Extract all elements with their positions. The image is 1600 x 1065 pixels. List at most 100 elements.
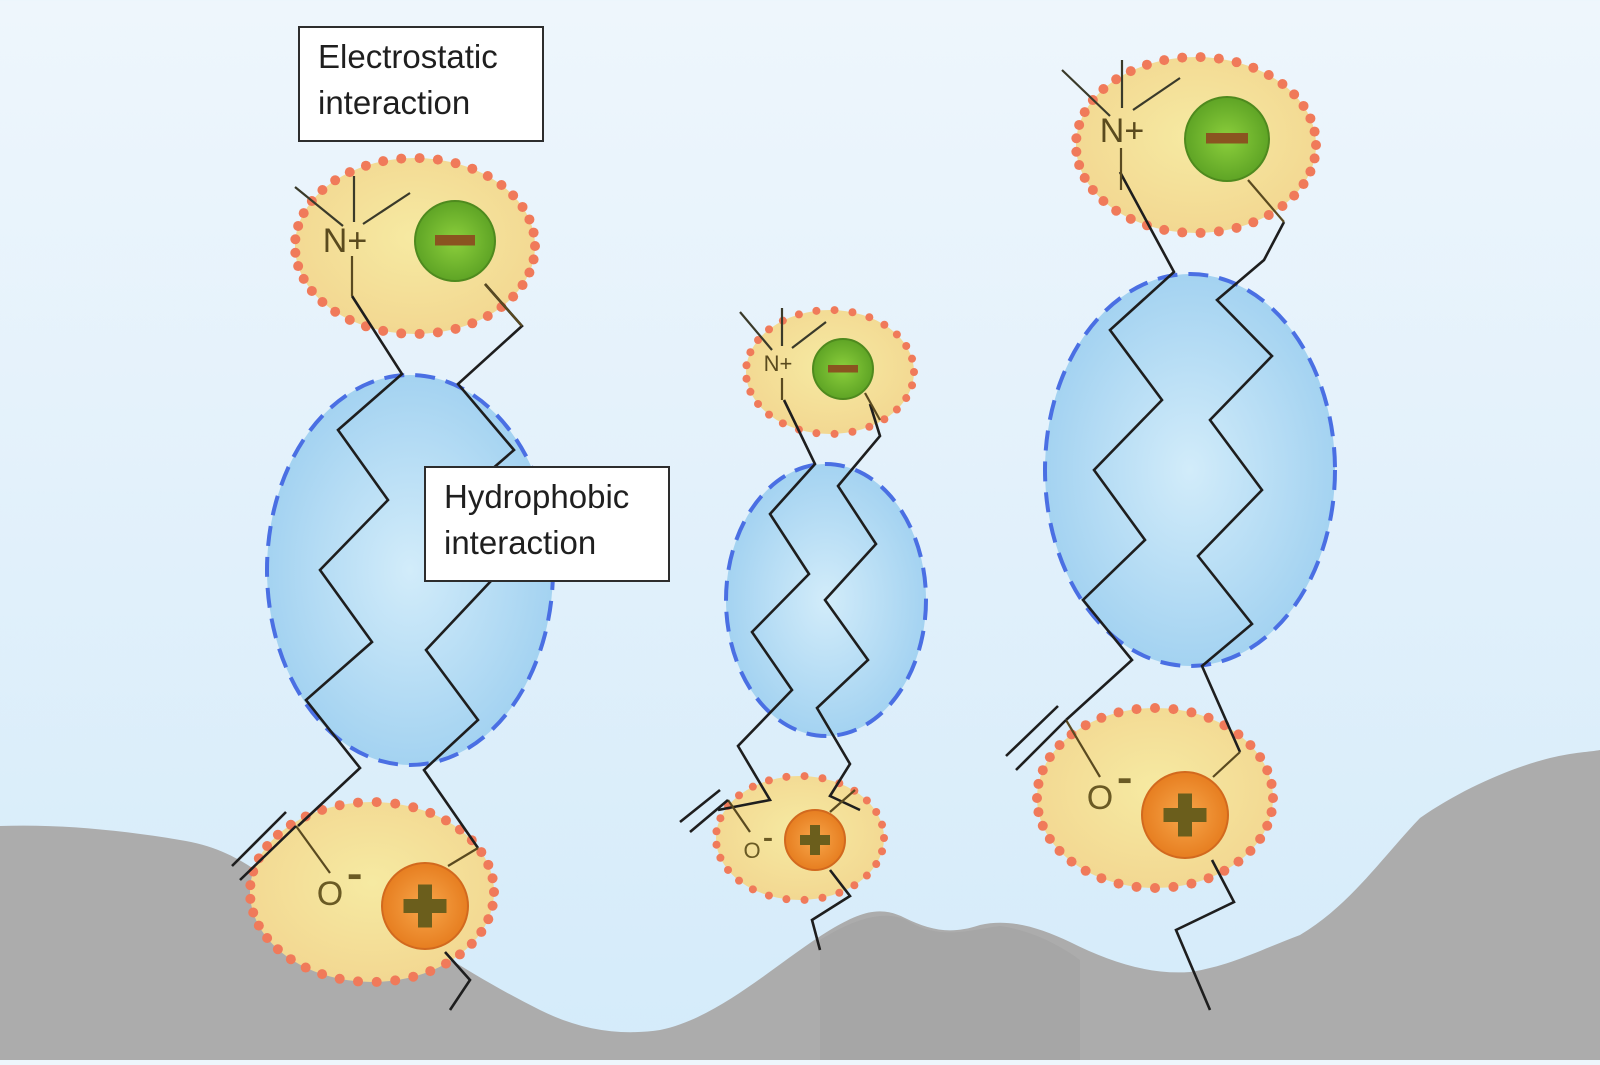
halo-dot	[1248, 217, 1259, 228]
halo-dot	[748, 885, 757, 894]
carbonyl-double-bond	[679, 788, 721, 824]
halo-dot	[765, 325, 774, 334]
halo-dot	[1054, 845, 1065, 856]
plus-sign-v	[1178, 793, 1192, 837]
halo-dot	[528, 227, 539, 238]
halo-dot	[748, 782, 757, 791]
halo-dot	[1305, 166, 1316, 177]
halo-dot	[716, 814, 725, 823]
halo-dot	[317, 969, 328, 980]
pair-right: N+O	[1005, 52, 1337, 1011]
halo-dot	[414, 153, 425, 164]
halo-dot	[1195, 227, 1206, 238]
halo-dots	[712, 772, 888, 904]
halo-dot	[298, 208, 309, 219]
halo-dot	[483, 859, 494, 870]
alkyl-chain-cationic	[297, 295, 404, 827]
halo-dot	[1150, 703, 1160, 713]
halo-dots	[1071, 52, 1321, 238]
methyl-bond	[1061, 69, 1111, 117]
oxide-charge-icon	[1118, 778, 1131, 784]
halo-dot	[440, 958, 451, 969]
halo-dot	[467, 318, 478, 329]
halo-dot	[293, 261, 304, 272]
halo-dot	[716, 853, 725, 862]
halo-dot	[290, 234, 301, 245]
halo-dot	[1071, 133, 1082, 144]
halo-dot	[848, 308, 857, 317]
halo-dot	[245, 880, 256, 891]
halo-dot	[378, 325, 389, 336]
halo-dot	[466, 938, 477, 949]
halo-dot	[818, 893, 827, 902]
hydrophobic-label-line2: interaction	[444, 524, 597, 561]
halo-dot	[878, 820, 887, 829]
halo-dot	[1125, 213, 1136, 224]
methyl-bond	[1132, 77, 1181, 111]
halo-dot	[1309, 126, 1320, 137]
halo-dot	[862, 871, 871, 880]
anion-bond	[484, 283, 523, 327]
ammonium-label: N+	[1100, 112, 1144, 150]
alkyl-chain-cationic	[1065, 171, 1176, 721]
halo-dot	[330, 306, 341, 317]
halo-dot	[892, 330, 901, 339]
halo-dot	[865, 313, 874, 322]
halo-dot	[440, 815, 451, 826]
halo-dot	[1159, 55, 1170, 66]
halo-dot	[262, 841, 273, 852]
halo-dot	[908, 354, 917, 363]
electrostatic-label-line1: Electrostatic	[318, 38, 498, 75]
halo-dot	[800, 895, 809, 904]
halo-dot	[1263, 70, 1274, 81]
halo-dot	[378, 156, 389, 167]
halo-dot	[517, 201, 528, 212]
halo-dot	[425, 807, 436, 818]
halo-dot	[712, 840, 721, 849]
halo-dot	[1248, 62, 1259, 73]
oxide-label: O	[743, 838, 760, 863]
halo-dot	[1311, 140, 1321, 150]
carbonyl-double-bond	[239, 825, 297, 881]
halo-dot	[1111, 205, 1122, 216]
halo-dot	[293, 220, 304, 231]
halo-dot	[1159, 224, 1170, 235]
halo-dot	[1037, 820, 1048, 831]
halo-dot	[467, 163, 478, 174]
halo-dot	[794, 310, 803, 319]
alkyl-chain-cationic	[717, 399, 817, 812]
halo-dot	[1277, 78, 1288, 89]
cation-bond	[1212, 751, 1241, 778]
halo-dot	[1054, 740, 1065, 751]
minus-sign-icon	[1206, 133, 1248, 144]
halo-dot	[425, 966, 436, 977]
halo-dot	[1079, 107, 1090, 118]
halo-dot	[1186, 878, 1197, 889]
halo-dot	[1113, 878, 1124, 889]
halo-dot	[334, 973, 345, 984]
halo-dot	[524, 267, 535, 278]
hydrophobic-interaction-label: Hydrophobic interaction	[424, 466, 670, 582]
halo-dot	[880, 320, 889, 329]
halo-dot	[476, 926, 487, 937]
halo-dot	[880, 415, 889, 424]
halo-dot	[1231, 222, 1242, 233]
halo-dot	[245, 893, 256, 904]
halo-dot	[1033, 807, 1044, 818]
halo-dot	[1213, 53, 1224, 64]
halo-dot	[483, 914, 494, 925]
halo-dot	[1233, 856, 1244, 867]
halo-dot	[489, 887, 499, 897]
halo-dot	[1219, 865, 1230, 876]
halo-dot	[848, 427, 857, 436]
halo-dot	[908, 381, 917, 390]
halo-dot	[408, 802, 419, 813]
cation-tail-chain	[1174, 859, 1236, 1011]
oxide-charge-icon	[348, 874, 361, 880]
oxide-label: O	[317, 875, 343, 913]
cation-tail-chain	[444, 951, 472, 1011]
halo-dot	[1098, 195, 1109, 206]
halo-dot	[1080, 865, 1091, 876]
halo-dot	[306, 285, 317, 296]
